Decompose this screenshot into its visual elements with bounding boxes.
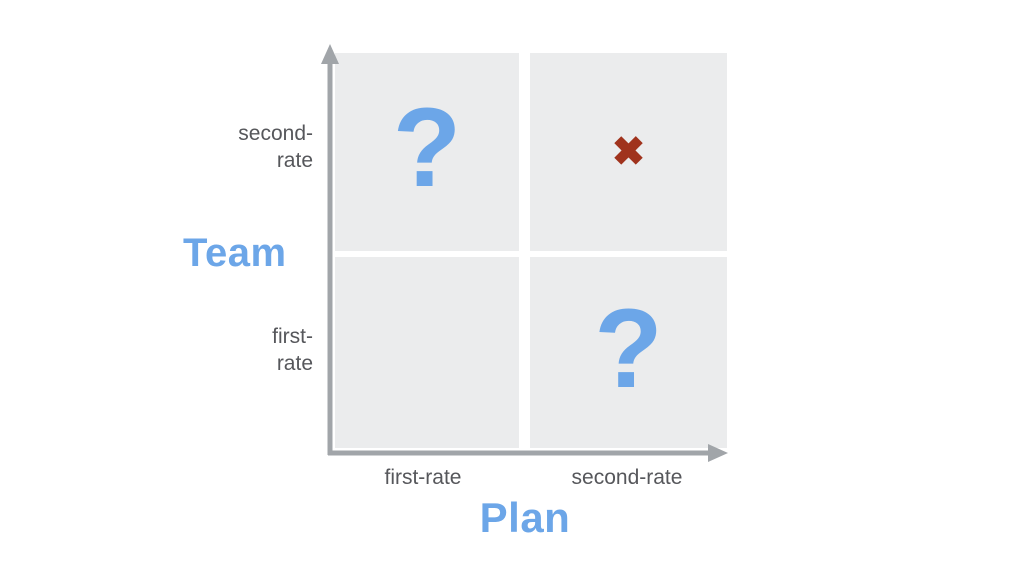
y-axis-title: Team bbox=[183, 231, 287, 275]
y-tick-second-rate-line2: rate bbox=[276, 149, 313, 172]
quadrant-top-left: ? bbox=[335, 53, 519, 251]
y-tick-first-rate-line2: rate bbox=[276, 352, 313, 375]
x-axis-title: Plan bbox=[479, 494, 571, 541]
quadrant-top-right: ✖ bbox=[530, 53, 727, 251]
x-tick-first-rate: first-rate bbox=[384, 466, 462, 489]
y-tick-first-rate-line1: first- bbox=[272, 325, 313, 348]
quadrant-bottom-right: ? bbox=[530, 257, 727, 448]
x-mark-icon: ✖ bbox=[611, 130, 646, 174]
question-mark-symbol: ? bbox=[392, 85, 462, 210]
y-tick-second-rate: second- rate bbox=[153, 120, 313, 174]
quadrant-bottom-left bbox=[335, 257, 519, 448]
question-mark-symbol: ? bbox=[594, 285, 663, 411]
x-tick-second-rate: second-rate bbox=[571, 466, 683, 489]
y-tick-second-rate-line1: second- bbox=[238, 122, 313, 145]
y-tick-first-rate: first- rate bbox=[153, 323, 313, 377]
